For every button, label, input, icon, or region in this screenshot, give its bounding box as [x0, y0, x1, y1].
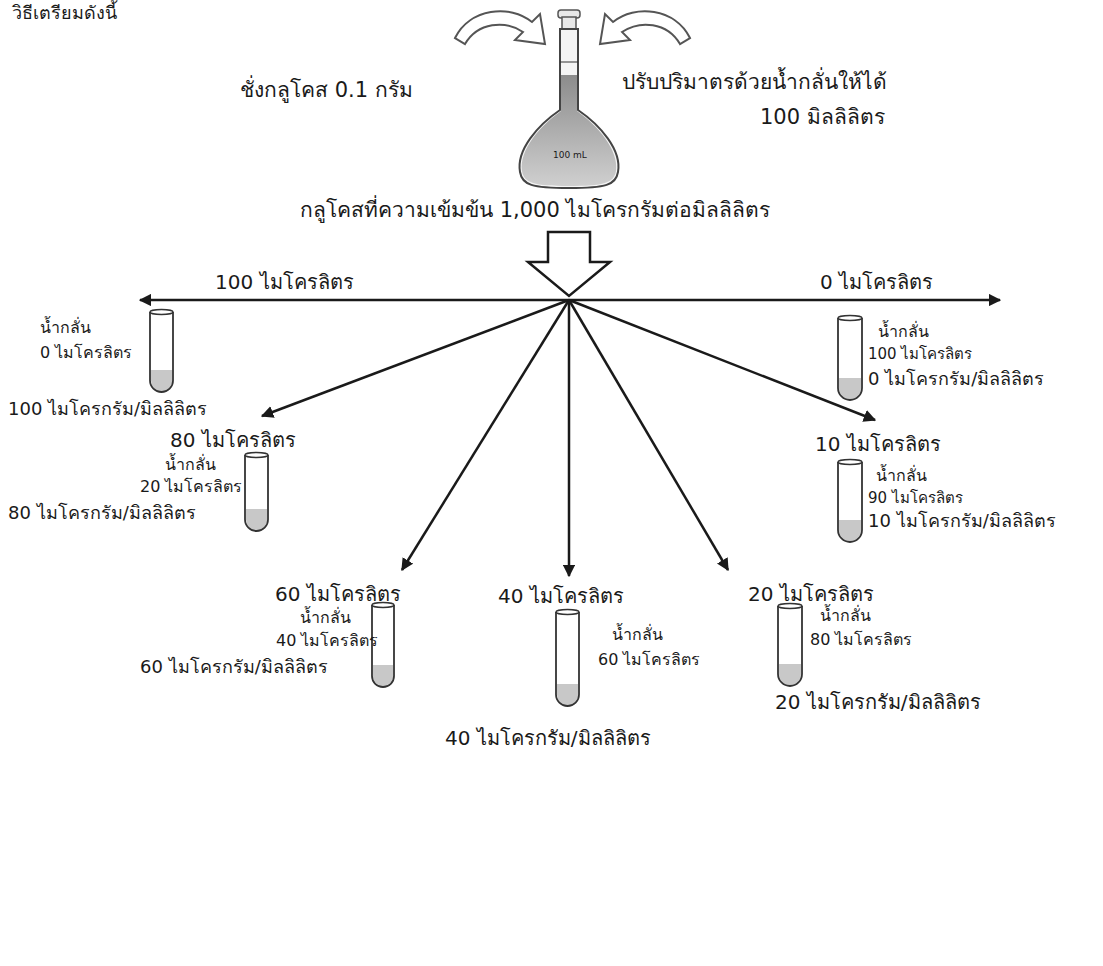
sample-volume: 40 ไมโครลิตร	[498, 584, 624, 608]
sample-volume: 10 ไมโครลิตร	[815, 432, 941, 456]
test-tube	[245, 455, 268, 531]
step-text: ชั่งกลูโคส 0.1 กรัม	[240, 78, 413, 103]
water-volume: 80 ไมโครลิตร	[810, 630, 912, 649]
tube-liquid	[839, 520, 861, 541]
water-volume: 100 ไมโครลิตร	[868, 345, 972, 363]
tube-liquid	[779, 664, 801, 685]
water-volume: 60 ไมโครลิตร	[598, 650, 700, 669]
sample-volume: 20 ไมโครลิตร	[748, 582, 874, 606]
water-label: น้ำกลั่น	[876, 466, 927, 485]
tube-liquid	[373, 665, 393, 686]
water-label: น้ำกลั่น	[612, 625, 663, 644]
tube-rim	[838, 460, 862, 465]
concentration: 0 ไมโครกรัม/มิลลิลิตร	[868, 368, 1044, 390]
water-volume: 0 ไมโครลิตร	[40, 343, 132, 362]
water-label: น้ำกลั่น	[820, 606, 871, 625]
concentration: 100 ไมโครกรัม/มิลลิลิตร	[8, 398, 207, 420]
hollow-arrow	[528, 232, 610, 296]
sample-volume: 80 ไมโครลิตร	[170, 428, 296, 452]
tube-liquid	[246, 509, 267, 530]
concentration: 60 ไมโครกรัม/มิลลิลิตร	[140, 656, 328, 678]
sample-volume: 100 ไมโครลิตร	[215, 270, 354, 294]
concentration: 10 ไมโครกรัม/มิลลิลิตร	[868, 510, 1056, 532]
test-tube	[556, 612, 579, 706]
test-tubes	[150, 310, 862, 707]
concentration: 20 ไมโครกรัม/มิลลิลิตร	[775, 690, 981, 714]
step-text: 100 มิลลิลิตร	[760, 105, 885, 130]
test-tube	[838, 462, 862, 542]
tube-rim	[245, 453, 268, 458]
water-volume: 90 ไมโครลิตร	[868, 489, 963, 507]
volumetric-flask	[520, 10, 619, 188]
stock-caption: กลูโคสที่ความเข้มข้น 1,000 ไมโครกรัมต่อม…	[300, 198, 770, 223]
concentration: 40 ไมโครกรัม/มิลลิลิตร	[445, 726, 651, 750]
flask-mark: 100 mL	[553, 150, 587, 161]
test-tube	[150, 312, 173, 392]
tube-liquid	[151, 370, 172, 391]
step-text: ปรับปริมาตรด้วยน้ำกลั่นให้ได้	[622, 70, 887, 95]
test-tube	[838, 318, 862, 400]
sample-volume: 0 ไมโครลิตร	[820, 270, 933, 294]
water-label: น้ำกลั่น	[878, 322, 929, 341]
water-volume: 20 ไมโครลิตร	[140, 477, 242, 496]
tube-liquid	[557, 684, 578, 705]
water-label: น้ำกลั่น	[40, 318, 91, 337]
distribution-arrows	[140, 300, 1000, 576]
test-tube	[778, 606, 802, 686]
tube-liquid	[839, 378, 861, 399]
water-label: น้ำกลั่น	[300, 608, 351, 627]
concentration: 80 ไมโครกรัม/มิลลิลิตร	[8, 502, 196, 524]
tube-rim	[556, 610, 579, 615]
sample-volume: 60 ไมโครลิตร	[275, 582, 401, 606]
water-volume: 40 ไมโครลิตร	[276, 631, 378, 650]
tube-rim	[838, 316, 862, 321]
heading-text: วิธีเตรียมดังนี้	[12, 2, 117, 24]
tube-rim	[150, 310, 173, 315]
water-label: น้ำกลั่น	[165, 455, 216, 474]
